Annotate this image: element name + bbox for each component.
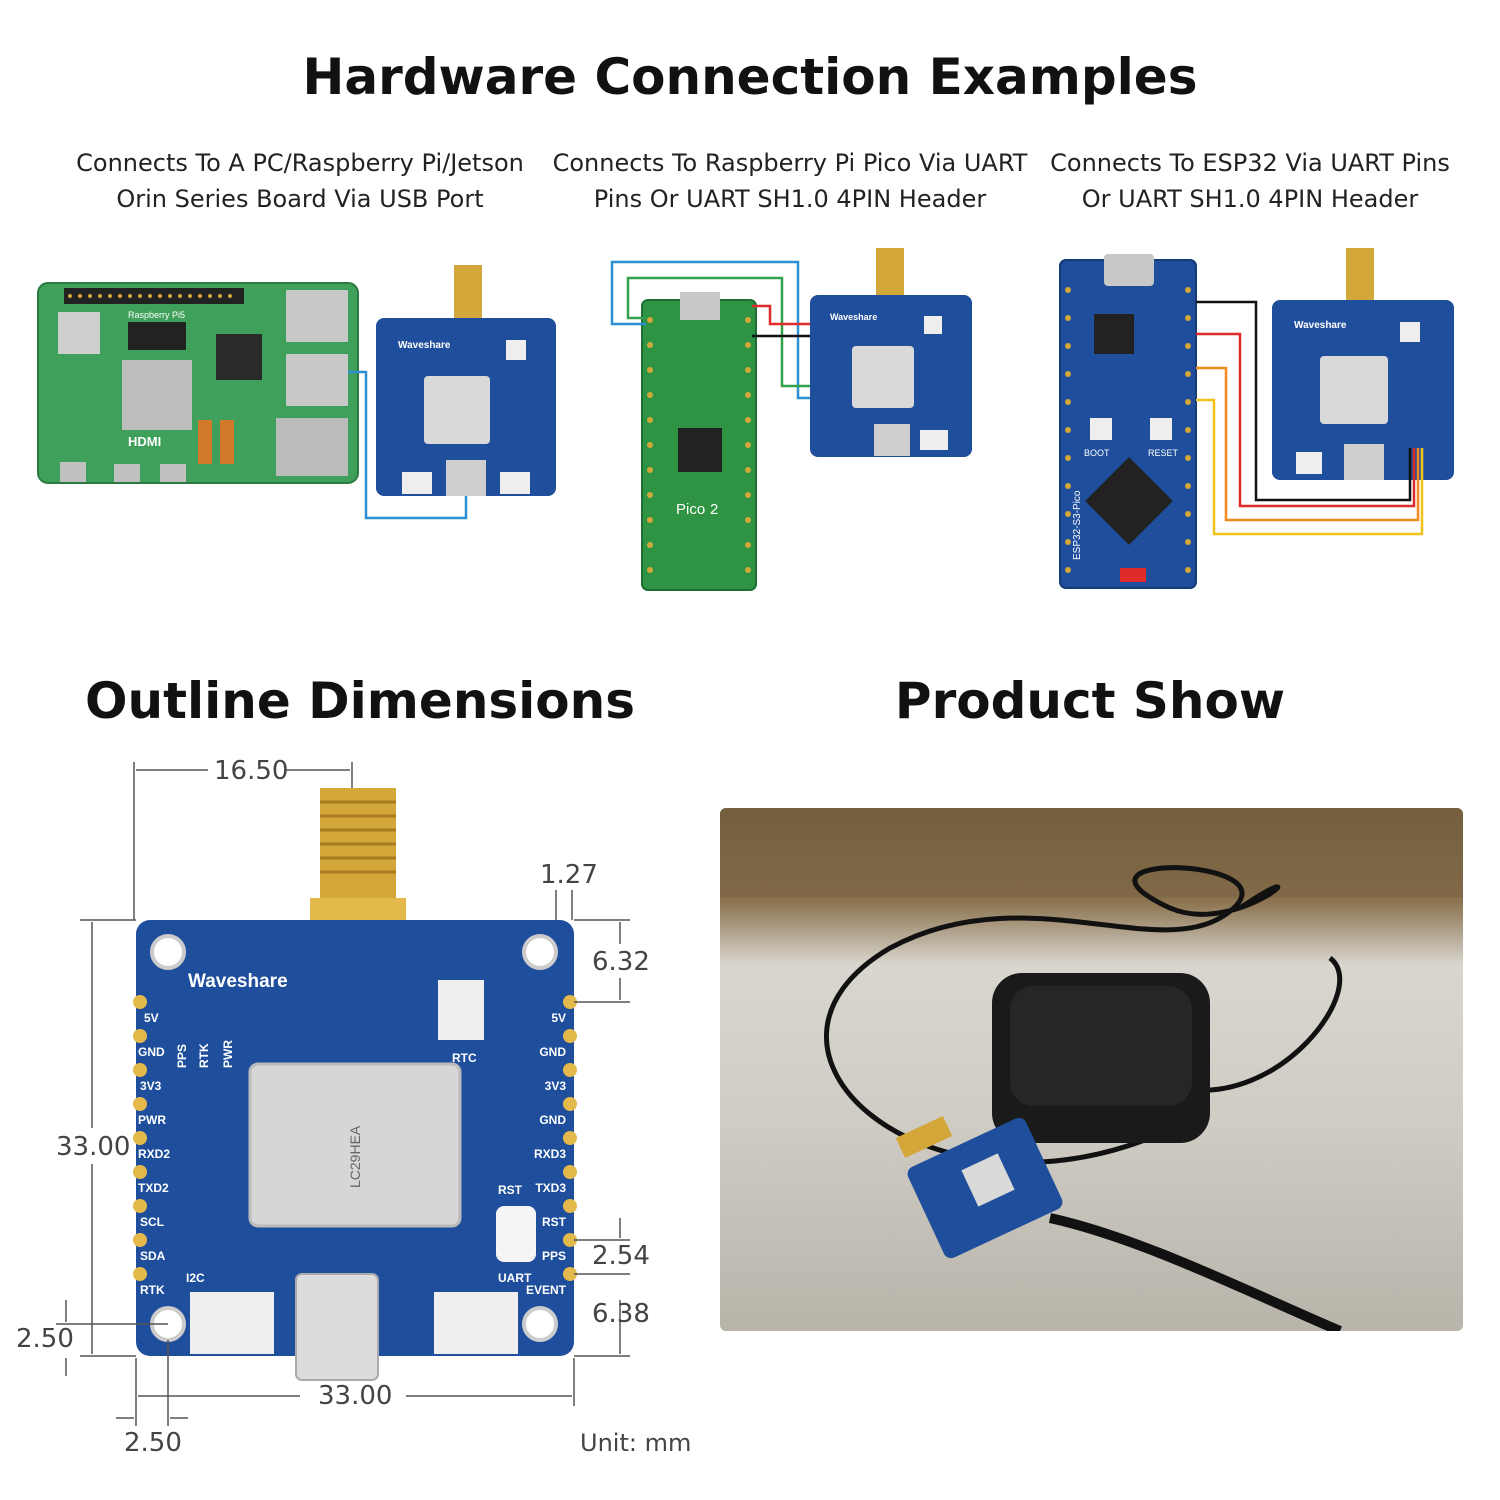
dim-2-54: 2.54	[592, 1241, 650, 1271]
module3-brand: Waveshare	[1294, 320, 1347, 331]
pin-top-0: PPS	[175, 1044, 189, 1068]
pin-l-3: PWR	[138, 1113, 166, 1127]
pin-l-5: TXD2	[138, 1181, 169, 1195]
module2-brand: Waveshare	[830, 312, 877, 322]
pin-r-3: GND	[539, 1113, 566, 1127]
dim-chip-label: LC29HEA	[347, 1125, 363, 1188]
dim-33-00-v: 33.00	[56, 1132, 131, 1162]
wire-green-2	[626, 276, 810, 388]
pin-l-6: SCL	[140, 1215, 164, 1229]
pin-l-8: RTK	[140, 1283, 165, 1297]
pin-l-4: RXD2	[138, 1147, 170, 1161]
example-rpi: Raspberry Pi 5 HDMI Waveshare Pico 2 Wav…	[37, 248, 1454, 591]
outline-drawing: LC29HEA Waveshare 5V GND 3V3 PWR RXD2 TX…	[56, 762, 630, 1426]
pin-l-7: SDA	[140, 1249, 166, 1263]
wire-usb	[348, 370, 468, 520]
unit-label: Unit: mm	[580, 1429, 692, 1457]
module2-antenna	[876, 248, 904, 298]
dim-6-32: 6.32	[592, 947, 650, 977]
pin-top-2: PWR	[221, 1040, 235, 1068]
caption-pico: Connects To Raspberry Pi Pico Via UART P…	[552, 149, 1028, 213]
pin-r-1: GND	[539, 1045, 566, 1059]
rpi-hdmi: HDMI	[128, 434, 161, 449]
pin-r-6: RST	[542, 1215, 567, 1229]
dim-2-50-left: 2.50	[16, 1324, 74, 1354]
wire-orange-3	[1196, 366, 1420, 522]
pin-top-1: RTK	[197, 1043, 211, 1068]
wire-black-3	[1196, 300, 1412, 502]
caption-esp32: Connects To ESP32 Via UART Pins Or UART …	[1050, 149, 1450, 213]
usb-cable	[1048, 1213, 1342, 1331]
label-i2c: I2C	[186, 1271, 205, 1285]
label-uart: UART	[498, 1271, 532, 1285]
wire-red-3	[1196, 332, 1416, 508]
pin-l-1: GND	[138, 1045, 165, 1059]
wire-blue-2	[610, 260, 810, 400]
outline-heading: Outline Dimensions	[84, 672, 636, 730]
dim-brand: Waveshare	[188, 971, 288, 992]
module3-antenna	[1346, 248, 1374, 300]
esp32-reset: RESET	[1148, 448, 1179, 458]
hardware-heading: Hardware Connection Examples	[302, 48, 1198, 106]
pico-label: Pico	[676, 501, 705, 518]
rpi-label: Raspberry Pi	[128, 310, 180, 320]
pin-r-5: TXD3	[535, 1181, 566, 1195]
pico-num: 2	[710, 501, 718, 518]
pin-r-0: 5V	[551, 1011, 566, 1025]
rpi-num: 5	[180, 310, 185, 320]
dim-1-27: 1.27	[540, 860, 598, 890]
pin-l-2: 3V3	[140, 1079, 162, 1093]
label-rtc: RTC	[452, 1051, 477, 1065]
pin-r-4: RXD3	[534, 1147, 566, 1161]
esp32-boot: BOOT	[1084, 448, 1110, 458]
pin-l-0: 5V	[144, 1011, 159, 1025]
product-heading: Product Show	[894, 672, 1286, 730]
pin-r-2: 3V3	[545, 1079, 567, 1093]
wire-red-2	[752, 304, 810, 326]
dim-33-00-h: 33.00	[318, 1381, 393, 1411]
module1-antenna	[454, 265, 482, 320]
antenna-cable	[823, 865, 1281, 1165]
dim-gnss-module	[248, 1062, 462, 1228]
caption-pc: Connects To A PC/Raspberry Pi/Jetson Ori…	[76, 149, 524, 213]
dim-16-50: 16.50	[214, 756, 289, 786]
esp32-label: ESP32-S3-Pico	[1072, 490, 1083, 560]
pin-r-8: EVENT	[526, 1283, 567, 1297]
pin-r-7: PPS	[542, 1249, 566, 1263]
module1-brand: Waveshare	[398, 340, 451, 351]
dim-2-50-bottom: 2.50	[124, 1428, 182, 1458]
wire-yellow-3	[1196, 398, 1424, 536]
product-photo	[720, 808, 1463, 1331]
label-rst: RST	[498, 1183, 523, 1197]
dim-6-38: 6.38	[592, 1299, 650, 1329]
